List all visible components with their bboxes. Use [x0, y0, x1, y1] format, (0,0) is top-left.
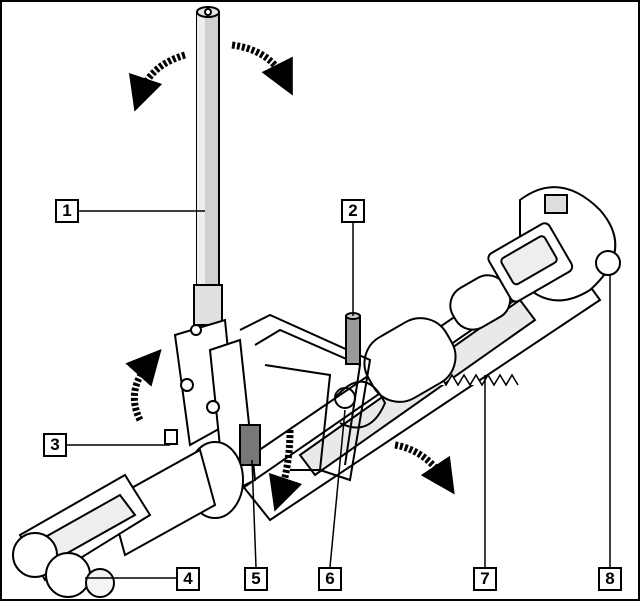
callout-6: 6	[318, 567, 342, 591]
leader-lines	[67, 210, 611, 579]
motion-arrows	[125, 41, 455, 512]
pin	[345, 312, 361, 365]
callout-4: 4	[176, 567, 200, 591]
callout-3: 3	[43, 433, 67, 457]
front-clevis	[12, 441, 244, 598]
callout-5: 5	[244, 567, 268, 591]
bracket-frame	[239, 313, 372, 482]
rear-eye	[487, 186, 621, 303]
callout-8: 8	[598, 567, 622, 591]
lever-handle	[193, 6, 223, 326]
callout-2: 2	[341, 199, 365, 223]
callout-7: 7	[473, 567, 497, 591]
callout-1: 1	[55, 199, 79, 223]
ring-clip	[334, 380, 387, 429]
